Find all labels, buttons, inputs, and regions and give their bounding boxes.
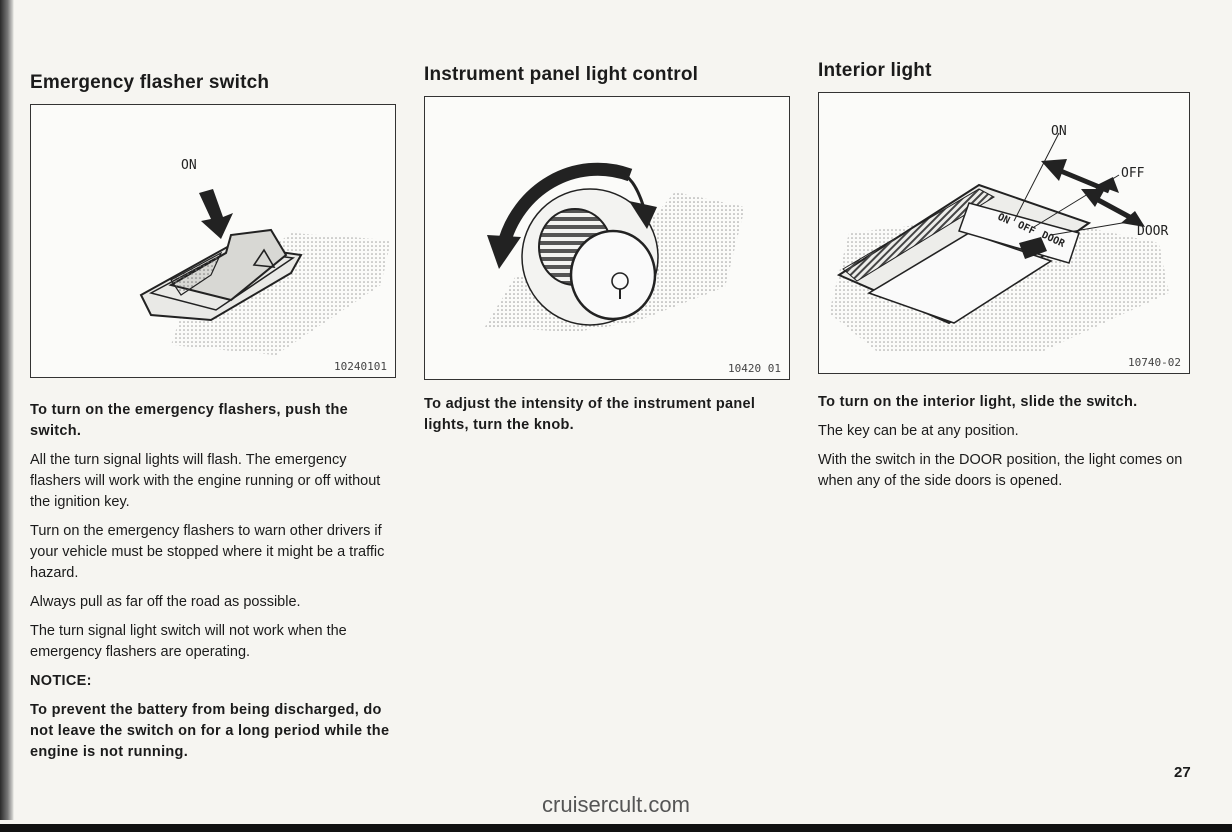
emergency-flasher-figure: ON 10240101 [30, 104, 396, 378]
figure-code: 10420 01 [728, 362, 781, 375]
emergency-flasher-section: Emergency flasher switch ON 10240101 To … [30, 72, 396, 771]
switch-on-mark: ON [996, 212, 1012, 227]
emergency-flasher-title: Emergency flasher switch [30, 72, 270, 93]
interior-light-figure: ON OFF DOOR ON OFF DOOR 10740-02 [818, 92, 1190, 374]
page-number: 27 [1174, 764, 1191, 781]
off-label: OFF [1121, 166, 1145, 181]
instrument-panel-title: Instrument panel light control [424, 64, 699, 85]
dimmer-knob-illustration [485, 162, 745, 332]
site-watermark: cruisercult.com [542, 792, 690, 817]
notice-text: To prevent the battery from being discha… [30, 702, 390, 760]
page-bottom-edge [0, 824, 1232, 832]
emergency-flasher-text: To turn on the emergency flashers, push … [30, 400, 396, 763]
door-label: DOOR [1137, 224, 1168, 239]
paragraph: The key can be at any position. [818, 423, 1019, 439]
notice-label: NOTICE: [30, 673, 92, 689]
paragraph: To turn on the emergency flashers, push … [30, 402, 348, 439]
interior-light-text: To turn on the interior light, slide the… [818, 392, 1190, 492]
on-label: ON [1051, 124, 1067, 139]
instrument-panel-section: Instrument panel light control 10420 01 [424, 64, 790, 444]
instrument-panel-figure: 10420 01 [424, 96, 790, 380]
paragraph: All the turn signal lights will flash. T… [30, 452, 381, 510]
interior-lamp-illustration: ON OFF DOOR ON OFF DOOR [829, 124, 1169, 353]
paragraph: To turn on the interior light, slide the… [818, 394, 1138, 410]
instrument-panel-text: To adjust the intensity of the instrumen… [424, 394, 790, 436]
book-binding-shadow [0, 0, 14, 820]
figure-code: 10240101 [334, 360, 387, 373]
paragraph: Always pull as far off the road as possi… [30, 594, 301, 610]
paragraph: The turn signal light switch will not wo… [30, 623, 347, 660]
figure-code: 10740-02 [1128, 356, 1181, 369]
interior-light-section: Interior light ON OFF DOOR [818, 60, 1190, 500]
hazard-switch-illustration: ON [139, 158, 391, 355]
interior-light-title: Interior light [818, 60, 932, 81]
on-label: ON [181, 158, 197, 173]
paragraph: To adjust the intensity of the instrumen… [424, 396, 756, 433]
paragraph: With the switch in the DOOR position, th… [818, 452, 1183, 489]
paragraph: Turn on the emergency flashers to warn o… [30, 523, 385, 581]
